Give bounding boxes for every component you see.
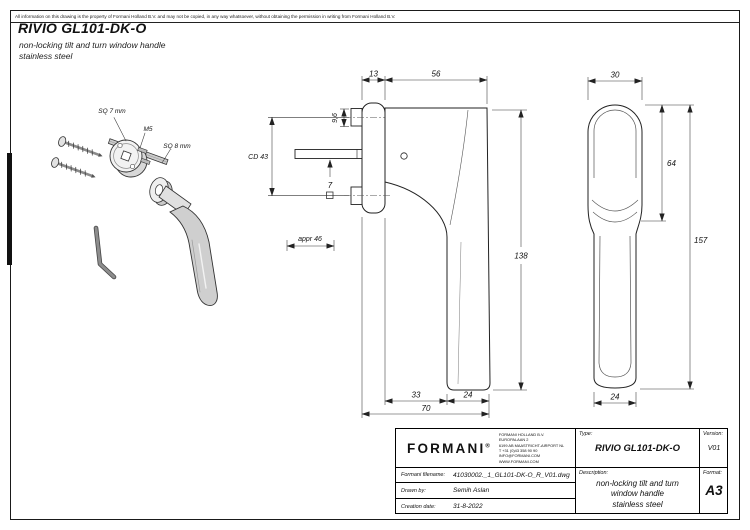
company-address: FORMANI HOLLAND B.V. EUROPALAAN 2 6199 A… [498,431,565,464]
version-label: Version: [703,431,723,437]
format-label: Format: [703,470,722,476]
type-label: Type: [579,431,593,437]
format-value: A3 [705,483,723,498]
dim-appr46: appr 46 [298,236,322,243]
dim-13: 13 [369,70,378,79]
type-row: Type: RIVIO GL101-DK-O Version: V01 [576,429,728,468]
m5-studs [137,146,151,165]
description-value: non-locking tilt and turn window handle … [596,479,679,509]
filename-label: Formani filename: [401,472,446,479]
label-sq8: SQ 8 mm [163,143,191,150]
dim-30: 30 [611,71,620,80]
dim-56: 56 [432,70,441,79]
drawn-by-value: Semih Aslan [453,487,490,495]
title-block: FORMANI® FORMANI HOLLAND B.V. EUROPALAAN… [395,428,728,514]
registered-mark: ® [485,443,490,449]
exploded-view: SQ 7 mm M5 SQ 8 mm [51,108,218,306]
label-sq7: SQ 7 mm [98,108,126,115]
dim-9-6: 9,6 [332,113,339,123]
dim-cd43: CD 43 [248,154,268,161]
title-block-left: FORMANI® FORMANI HOLLAND B.V. EUROPALAAN… [396,429,576,513]
creation-date-value: 31-8-2022 [453,503,483,511]
type-value: RIVIO GL101-DK-O [595,443,680,454]
binding-mark [7,153,12,265]
page-subtitle-2: stainless steel [19,51,73,61]
front-view: 30 64 157 24 [587,71,708,407]
handle-part [158,185,218,306]
formani-logo: FORMANI® [396,441,490,456]
label-m5: M5 [143,126,152,133]
page-title: RIVIO GL101-DK-O [18,20,147,36]
screw-icon [58,136,103,157]
description-label: Description: [579,470,609,476]
description-row: Description: non-locking tilt and turn w… [576,468,728,513]
version-value: V01 [707,445,721,452]
dim-24-side: 24 [463,391,473,400]
screw-icon [51,157,96,178]
creation-date-label: Creation date: [401,503,436,510]
filename-value: 41030002._1_GL101-DK-O_R_V01.dwg [453,471,570,479]
drawn-by-label: Drawn by: [401,487,426,494]
drawn-by-row: Drawn by: Semih Aslan [396,483,575,499]
rosette [109,139,148,178]
dim-157: 157 [694,236,708,245]
format-cell: Format: A3 [700,468,728,513]
description-cell: Description: non-locking tilt and turn w… [576,468,700,513]
dim-64: 64 [667,159,676,168]
page-subtitle-1: non-locking tilt and turn window handle [19,40,166,50]
creation-date-row: Creation date: 31-8-2022 [396,499,575,515]
copyright-disclaimer: All information on this drawing is the p… [11,11,739,23]
filename-row: Formani filename: 41030002._1_GL101-DK-O… [396,468,575,484]
version-cell: Version: V01 [700,429,728,467]
dim-70: 70 [422,404,431,413]
dim-138: 138 [514,252,528,261]
type-cell: Type: RIVIO GL101-DK-O [576,429,700,467]
logo-row: FORMANI® FORMANI HOLLAND B.V. EUROPALAAN… [396,429,575,468]
formani-logo-text: FORMANI [407,440,486,456]
dim-24-front: 24 [610,393,620,402]
dim-7: 7 [328,181,333,190]
dim-33: 33 [412,391,421,400]
allen-key-icon [93,225,117,280]
side-view: 13 56 9,6 CD 43 7 appr 46 138 33 24 70 [248,70,528,418]
title-block-right: Type: RIVIO GL101-DK-O Version: V01 Desc… [576,429,728,513]
